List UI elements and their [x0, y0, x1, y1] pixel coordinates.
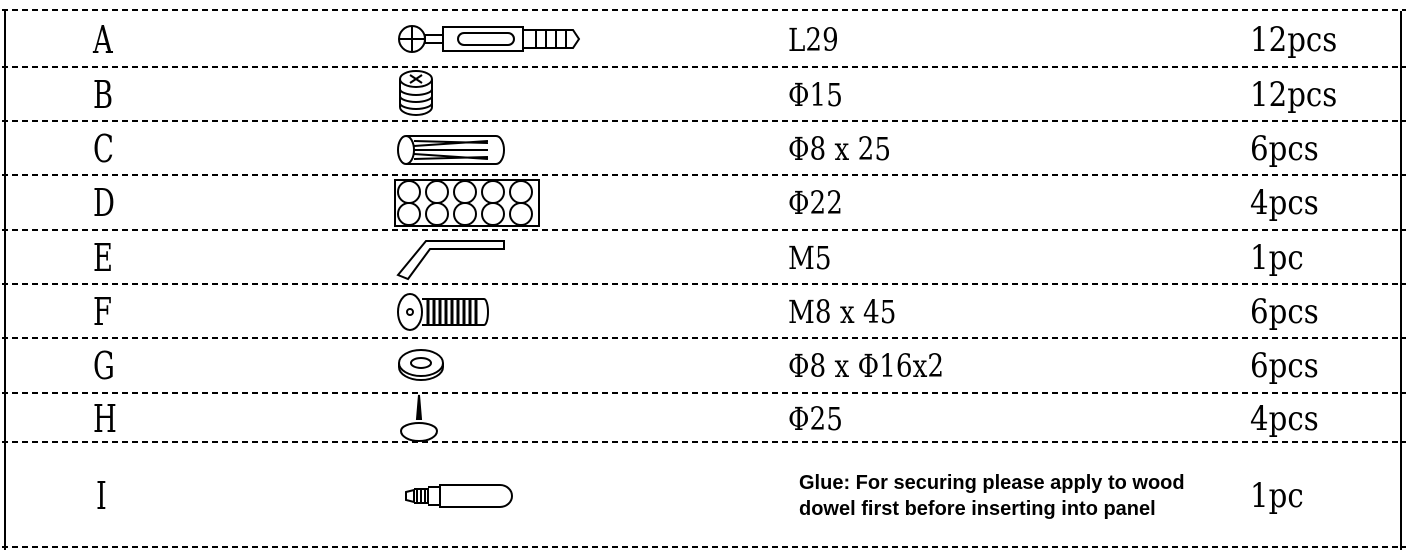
row-divider [2, 441, 1406, 443]
part-letter: D [93, 181, 115, 225]
cam-lock-bolt-icon [394, 21, 594, 57]
part-letter: I [96, 473, 107, 518]
row-divider [2, 9, 1406, 11]
part-qty: 1pc [1250, 238, 1304, 278]
part-letter: H [93, 397, 117, 441]
row-divider [2, 283, 1406, 285]
hex-socket-bolt-icon [396, 291, 492, 333]
part-letter: G [93, 344, 115, 388]
part-spec: M8 x 45 [788, 293, 897, 331]
row-divider [2, 174, 1406, 176]
row-divider [2, 546, 1406, 548]
part-note: Glue: For securing please apply to wood … [799, 471, 1185, 520]
part-qty: 6pcs [1250, 129, 1319, 169]
nail-glide-icon [398, 393, 440, 443]
row-divider [2, 337, 1406, 339]
glue-bottle-icon [404, 482, 514, 510]
row-divider [2, 120, 1406, 122]
part-qty: 12pcs [1250, 20, 1338, 60]
washer-icon [396, 347, 446, 383]
part-letter: B [93, 73, 114, 117]
part-qty: 6pcs [1250, 292, 1319, 332]
part-spec: Φ25 [788, 400, 843, 438]
part-qty: 6pcs [1250, 346, 1319, 386]
felt-pad-sheet-icon [394, 179, 540, 227]
cam-lock-nut-icon [396, 69, 436, 117]
row-divider [2, 66, 1406, 68]
part-qty: 4pcs [1250, 399, 1319, 439]
part-spec: Φ8 x Φ16x2 [788, 347, 945, 385]
wood-dowel-icon [396, 133, 508, 167]
part-spec: Φ15 [788, 76, 843, 114]
part-letter: E [93, 236, 113, 280]
part-spec: L29 [788, 21, 839, 59]
part-qty: 4pcs [1250, 183, 1319, 223]
row-divider [2, 392, 1406, 394]
part-letter: A [93, 18, 113, 62]
part-letter: C [93, 127, 114, 171]
part-letter: F [93, 290, 112, 334]
part-spec: Φ8 x 25 [788, 130, 892, 168]
row-divider [2, 229, 1406, 231]
part-spec: Φ22 [788, 184, 843, 222]
part-spec: M5 [788, 239, 832, 277]
allen-key-icon [396, 235, 508, 281]
part-qty: 12pcs [1250, 75, 1338, 115]
hardware-parts-list: A L29 12pcs B Φ15 12pcs C Φ8 x 25 6pcs D [2, 9, 1406, 550]
part-qty: 1pc [1250, 475, 1304, 516]
